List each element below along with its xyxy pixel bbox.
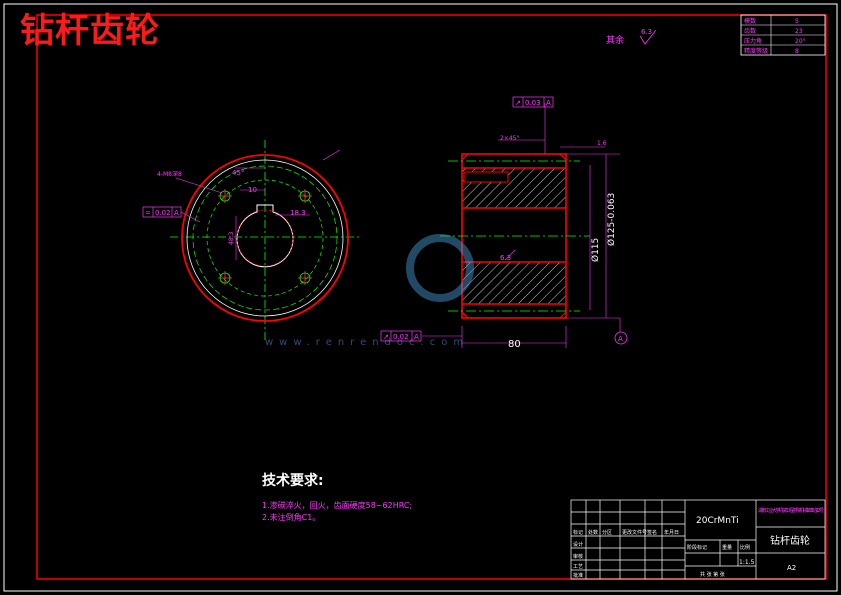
- param-value: 23: [795, 28, 803, 35]
- datum-label: A: [618, 335, 623, 343]
- svg-text:签名: 签名: [647, 529, 657, 536]
- holes-annotation: 4-M8深8: [157, 170, 182, 178]
- tech-requirements-heading: 技术要求:: [262, 473, 324, 489]
- outer-dia-dim: Ø125-0.063: [606, 193, 617, 246]
- stage-label: 阶段标记: [687, 544, 707, 551]
- sheet-size-text: A2: [787, 564, 796, 572]
- tech-requirement-item: 1.渗碳淬火，回火，齿面硬度58~62HRC;: [262, 501, 413, 510]
- param-value: 8: [795, 48, 799, 55]
- key-depth-annotation: 48.3: [228, 231, 235, 245]
- school-text: 湖南工业大学机械工程学院 机械1001班12号: [758, 507, 824, 514]
- param-name: 压力角: [744, 37, 762, 45]
- tolerance-frame-bottom: ↗ 0.02 A: [380, 330, 422, 342]
- chamfer-right-annotation: 1.6: [597, 140, 607, 147]
- svg-text:=: =: [145, 209, 151, 217]
- svg-text:处数: 处数: [588, 529, 598, 536]
- drawing-title: 钻杆齿轮: [20, 11, 160, 51]
- param-table: 模数 5 齿数 23 压力角 20° 精度等级 8: [740, 14, 826, 56]
- remaining-label: 其余: [606, 36, 625, 46]
- svg-text:6.3: 6.3: [641, 28, 652, 36]
- roughness-symbol-remaining: 6.3: [639, 28, 657, 45]
- param-name: 齿数: [744, 27, 756, 35]
- svg-text:A: A: [414, 333, 419, 341]
- svg-text:A: A: [546, 99, 551, 107]
- part-name-text: 钻杆齿轮: [770, 534, 810, 547]
- param-name: 模数: [744, 17, 756, 25]
- small-dim-annotation: 18.3: [290, 209, 306, 217]
- svg-text:工艺: 工艺: [573, 564, 583, 570]
- tolerance-frame-top: ↗ 0.03 A: [512, 96, 554, 108]
- param-name: 精度等级: [744, 47, 768, 55]
- angle-annotation: 45°: [232, 169, 244, 177]
- svg-text:审核: 审核: [573, 553, 583, 560]
- svg-text:0.02: 0.02: [393, 333, 409, 341]
- svg-text:↗: ↗: [515, 99, 521, 107]
- outer-frame: [3, 3, 838, 592]
- svg-text:0.03: 0.03: [525, 99, 541, 107]
- svg-text:设计: 设计: [573, 541, 583, 548]
- svg-text:www.renrendoc.com: www.renrendoc.com: [265, 337, 469, 348]
- svg-text:更改文件号: 更改文件号: [622, 529, 647, 536]
- svg-text:0.02: 0.02: [155, 209, 171, 217]
- roughness-mid: 6.3: [500, 254, 511, 262]
- param-value: 20°: [795, 38, 806, 45]
- inner-dia-dim: Ø115: [590, 238, 601, 262]
- gear-section-view: 80 Ø115 Ø125-0.063 2×45° 1.6 6.3 ↗ 0.03 …: [380, 96, 628, 350]
- svg-text:年月日: 年月日: [664, 529, 679, 536]
- chamfer-annotation: 2×45°: [500, 135, 519, 142]
- material-text: 20CrMnTi: [696, 516, 739, 526]
- param-value: 5: [795, 18, 799, 25]
- key-width-annotation: 10: [248, 186, 257, 194]
- weight-label: 重量: [722, 544, 732, 551]
- title-block: [570, 499, 826, 580]
- svg-text:↗: ↗: [383, 333, 389, 341]
- sheet-label: 共 张 第 张: [700, 571, 725, 578]
- inner-frame: [36, 14, 827, 580]
- svg-text:标记: 标记: [573, 529, 583, 536]
- tech-requirement-item: 2.未注倒角C1。: [262, 513, 321, 522]
- gear-front-view: 4-M8深8 45° 10 18.3 48.3 = 0.02 A: [142, 140, 360, 340]
- scale-label: 比例: [740, 544, 750, 551]
- svg-text:分区: 分区: [602, 529, 612, 536]
- width-dim: 80: [508, 339, 521, 350]
- datum-marker: [614, 331, 628, 345]
- watermark: www.renrendoc.com: [265, 234, 474, 348]
- svg-text:批准: 批准: [573, 572, 583, 579]
- svg-text:A: A: [174, 209, 179, 217]
- scale-text: 1:1.5: [739, 559, 755, 566]
- tolerance-frame-left: = 0.02 A: [142, 206, 182, 218]
